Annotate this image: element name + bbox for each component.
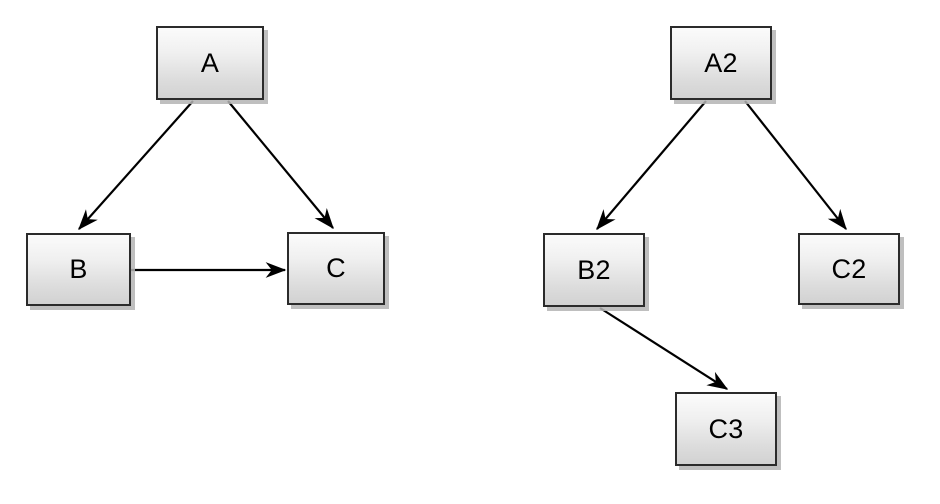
edge-b2-to-c3: [599, 307, 729, 390]
node-label-a: A: [200, 47, 220, 78]
node-label-c3: C3: [708, 413, 744, 444]
edge-a-to-b: [78, 100, 194, 230]
edge-a-to-c: [227, 100, 334, 230]
edge-a2-to-c2: [744, 100, 847, 231]
node-c2[interactable]: C2: [798, 233, 900, 305]
node-a2[interactable]: A2: [670, 26, 772, 100]
node-b2[interactable]: B2: [543, 233, 645, 307]
node-label-b: B: [69, 254, 88, 284]
edges-group: [78, 100, 847, 390]
node-label-c2: C2: [831, 253, 867, 284]
node-b[interactable]: B: [26, 233, 131, 306]
edge-a2-to-b2: [596, 100, 707, 231]
node-label-b2: B2: [577, 254, 611, 285]
node-c[interactable]: C: [287, 232, 385, 305]
node-label-c: C: [326, 253, 346, 283]
node-label-a2: A2: [704, 47, 738, 78]
node-c3[interactable]: C3: [675, 392, 777, 466]
node-a[interactable]: A: [156, 26, 264, 100]
